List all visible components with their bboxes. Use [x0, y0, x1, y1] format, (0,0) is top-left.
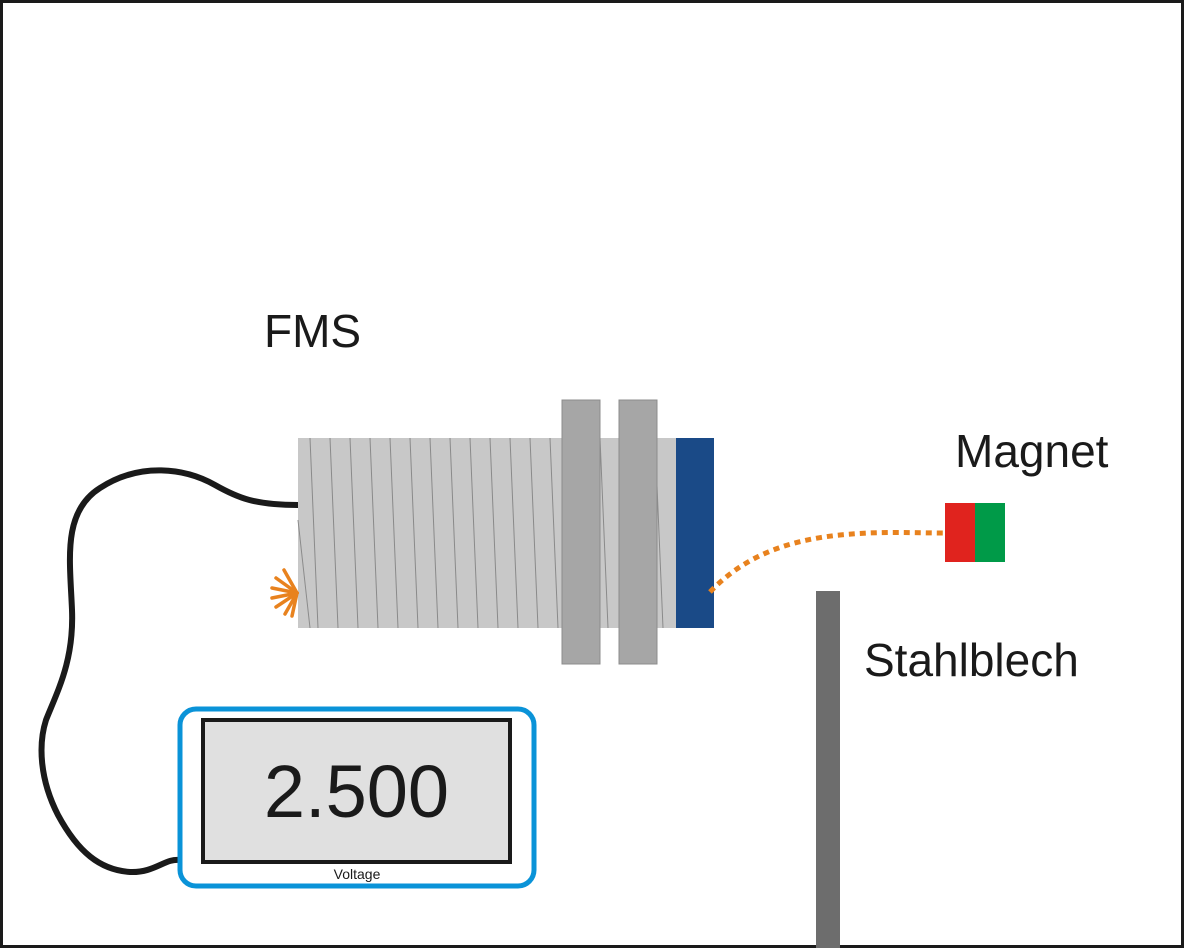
meter-reading: 2.500 — [263, 749, 450, 833]
meter-screen — [201, 718, 512, 864]
sensor-cap — [676, 438, 714, 628]
steel-sheet — [816, 591, 840, 948]
magnetic-field-line — [708, 530, 946, 594]
sensor-nut-left — [561, 399, 601, 665]
magnet-south-pole — [975, 503, 1005, 562]
magnet-north-pole — [945, 503, 975, 562]
field-burst-icon — [270, 568, 299, 618]
sensor-body — [298, 438, 678, 628]
meter-caption: Voltage — [333, 866, 381, 882]
sensor-cable — [38, 467, 301, 876]
steel-sheet-label: Stahlblech — [864, 634, 1079, 686]
sensor-label: FMS — [264, 305, 362, 357]
magnet-label: Magnet — [955, 425, 1109, 477]
sensor-nut-right — [618, 399, 658, 665]
sensor-thread — [297, 437, 664, 629]
